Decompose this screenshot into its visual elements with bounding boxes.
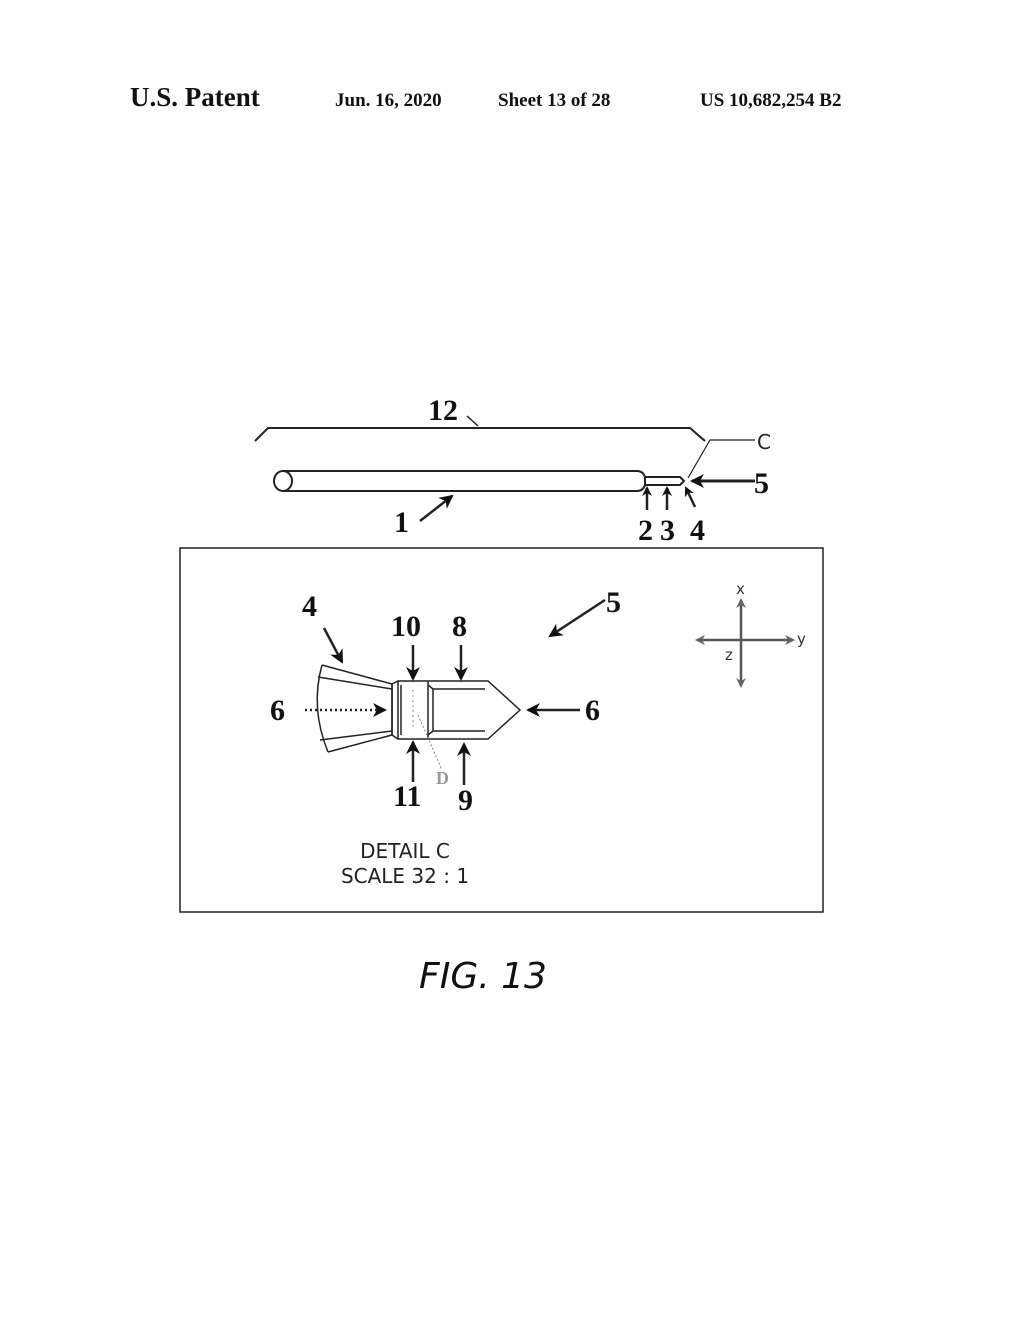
- axis-label-z: z: [725, 646, 733, 664]
- rod-body: [283, 470, 686, 492]
- overview-view: [254, 415, 755, 522]
- detail-label-9: 9: [458, 784, 473, 817]
- label-2: 2: [638, 514, 653, 547]
- detail-label-6-right: 6: [585, 694, 600, 727]
- coordinate-axes-icon: [695, 598, 795, 688]
- patent-date: Jun. 16, 2020: [335, 90, 442, 111]
- detail-label-10: 10: [391, 610, 421, 643]
- label-3: 3: [660, 514, 675, 547]
- axis-label-y: y: [797, 630, 806, 648]
- detail-label-4: 4: [302, 590, 317, 623]
- sheet-number: Sheet 13 of 28: [498, 90, 611, 111]
- detail-label-6-left: 6: [270, 694, 285, 727]
- label-c: C: [757, 430, 771, 454]
- detail-label-8: 8: [452, 610, 467, 643]
- detail-c-leader: [687, 439, 755, 479]
- brace-12: [254, 427, 706, 442]
- label-1: 1: [394, 506, 409, 539]
- figure-caption: FIG. 13: [419, 956, 547, 997]
- axis-label-x: x: [736, 580, 745, 598]
- dimension-label-d: D: [436, 768, 449, 788]
- detail-label-5: 5: [606, 586, 621, 619]
- label-5: 5: [754, 467, 769, 500]
- detail-c-frame: [179, 547, 824, 913]
- detail-title: DETAIL C: [360, 839, 450, 863]
- label-4: 4: [690, 514, 705, 547]
- patent-header-title: U.S. Patent: [130, 82, 260, 112]
- label-12: 12: [428, 394, 458, 427]
- detail-label-11: 11: [393, 780, 421, 813]
- detail-scale: SCALE 32 : 1: [341, 864, 469, 888]
- detail-c-view: [305, 598, 606, 785]
- patent-number: US 10,682,254 B2: [700, 90, 842, 111]
